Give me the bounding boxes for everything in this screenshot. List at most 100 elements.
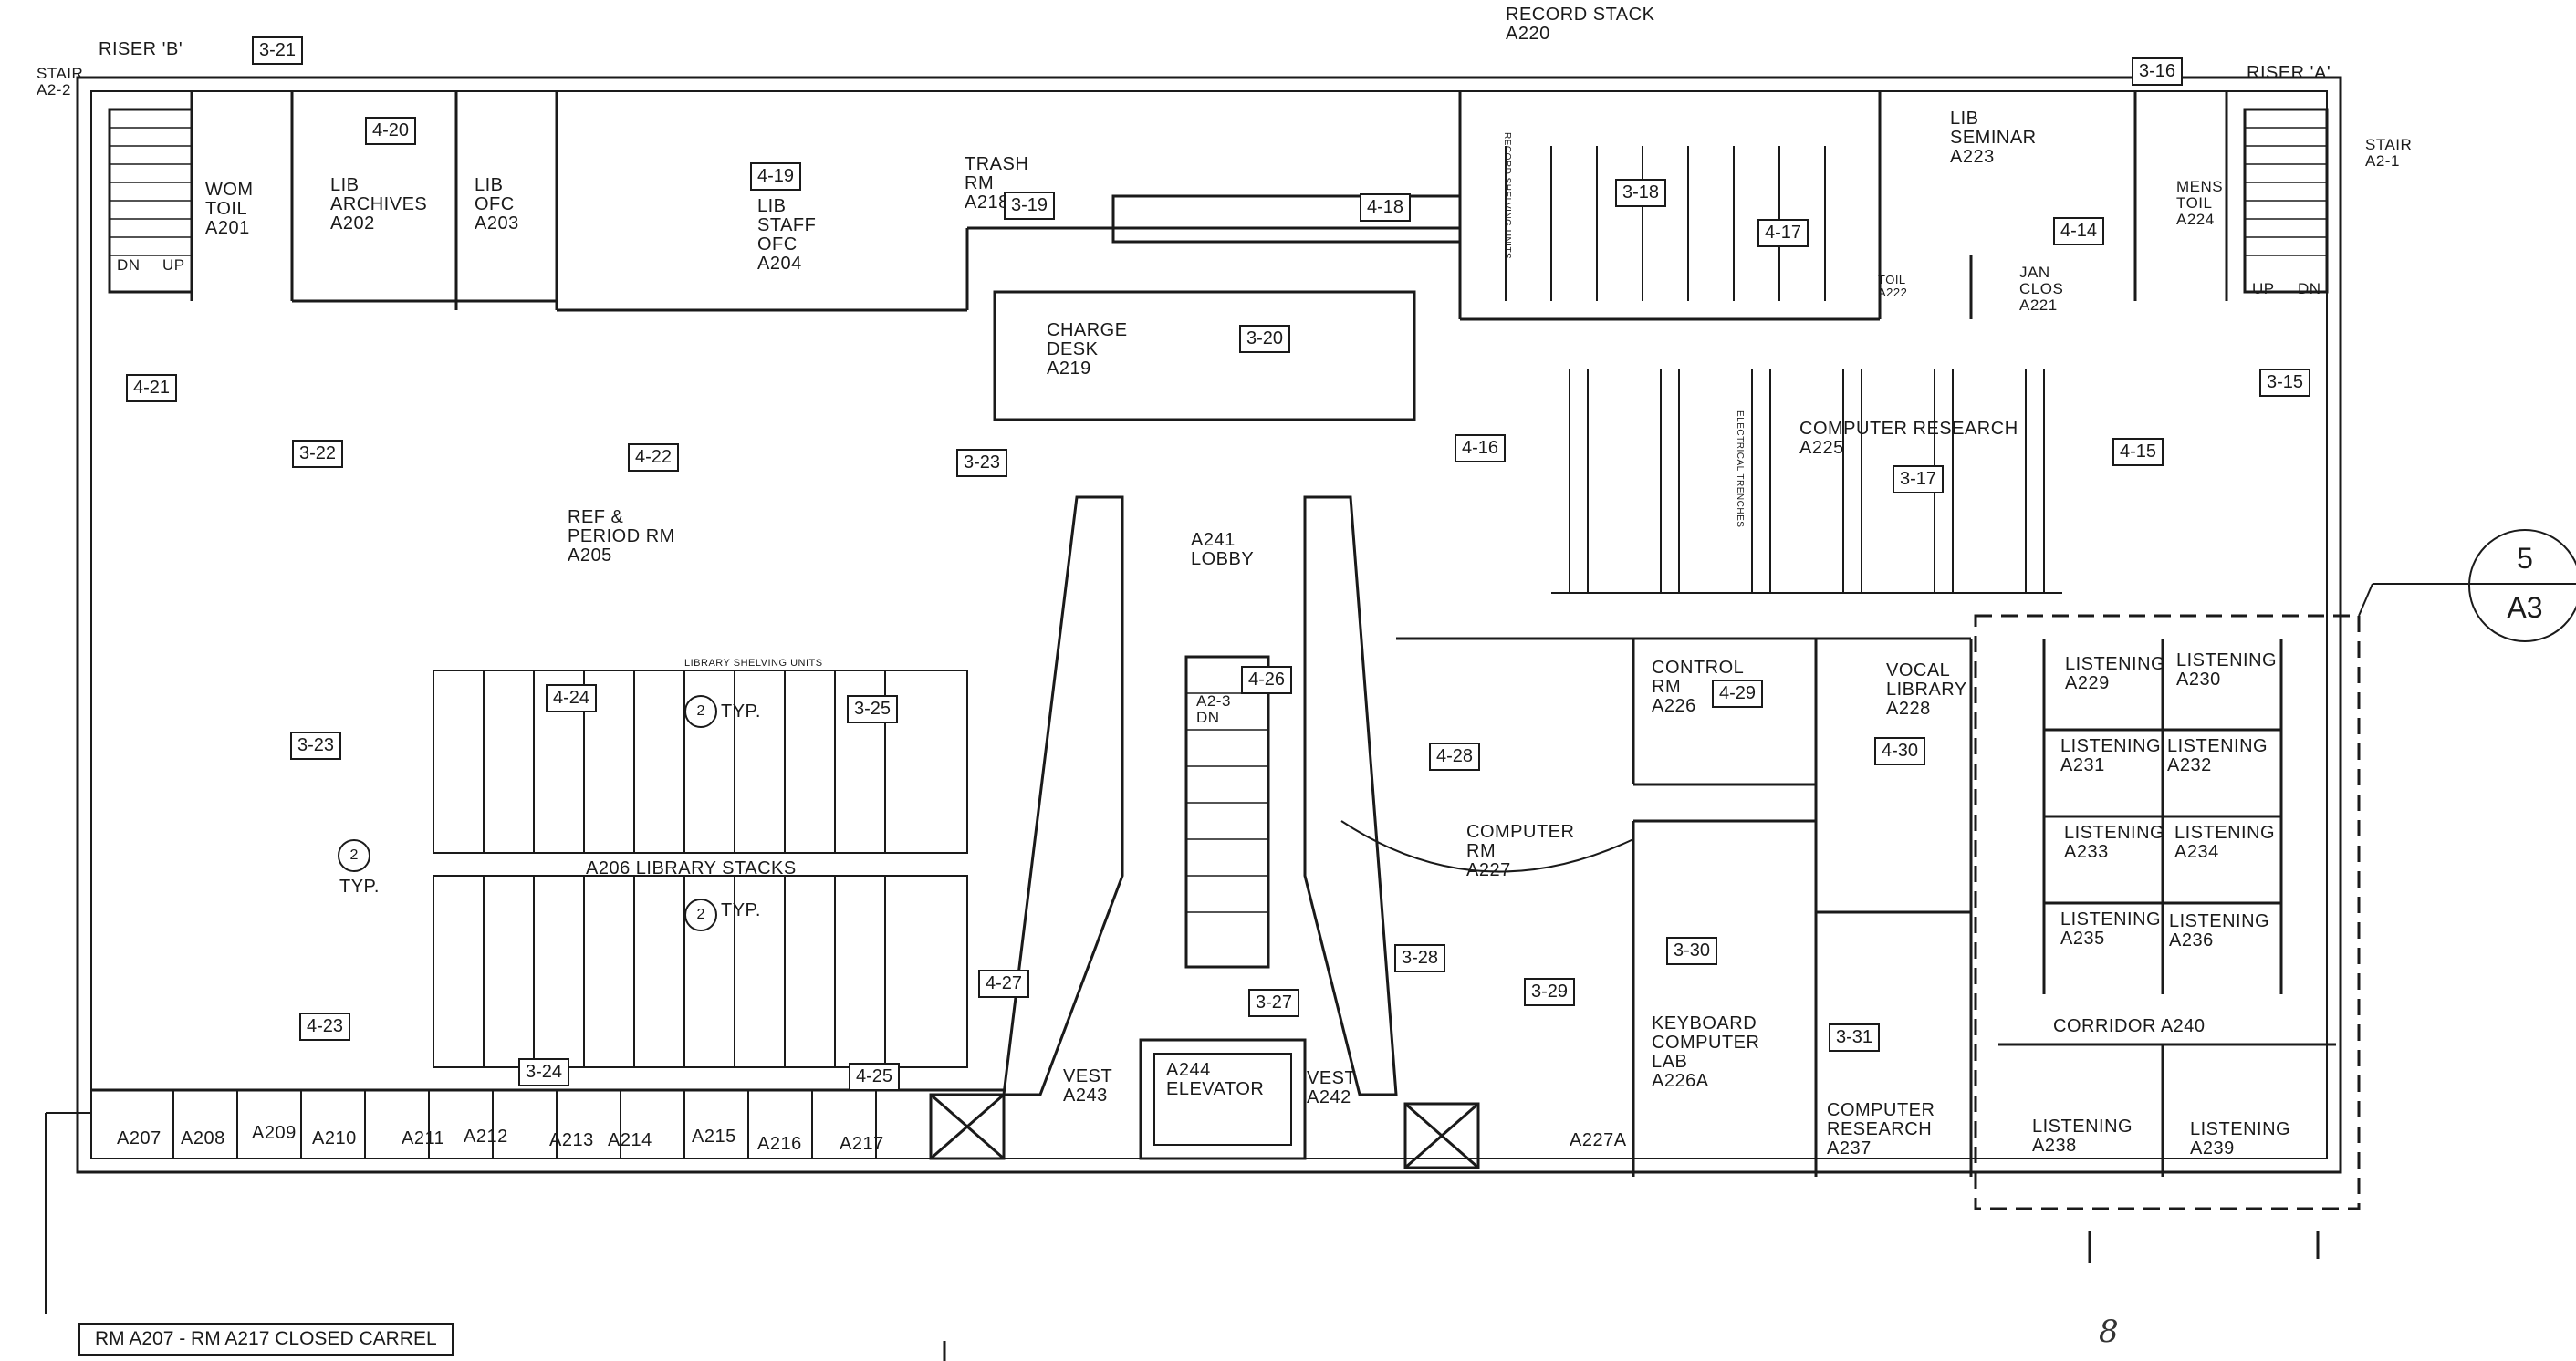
equipment-tag: 3-25: [847, 695, 899, 723]
equipment-tag: 4-28: [1429, 743, 1481, 771]
equipment-tag: 4-26: [1241, 666, 1293, 694]
room-label-lobby: A241 LOBBY: [1191, 530, 1255, 569]
room-label-computer-research-a225: COMPUTER RESEARCH A225: [1799, 419, 2018, 458]
equipment-tag: 4-17: [1757, 219, 1809, 247]
room-label-wom-toil: WOM TOIL A201: [205, 180, 254, 238]
equipment-tag: 4-29: [1712, 680, 1764, 708]
carrel-a208: A208: [181, 1128, 225, 1148]
equipment-tag: 4-22: [628, 443, 680, 472]
room-label-riser-a: RISER 'A': [2247, 63, 2331, 83]
equipment-tag: 3-19: [1004, 192, 1056, 220]
room-label-lib-staff-ofc: LIB STAFF OFC A204: [757, 196, 817, 274]
carrel-a213: A213: [549, 1130, 594, 1150]
room-label-listening-a234: LISTENING A234: [2174, 823, 2276, 862]
equipment-tag: 3-22: [292, 440, 344, 468]
room-label-listening-a232: LISTENING A232: [2167, 736, 2268, 775]
room-label-listening-a230: LISTENING A230: [2176, 650, 2278, 690]
typ-note-label: TYP.: [721, 900, 761, 920]
typ-note-marker: 2: [338, 839, 370, 872]
room-label-vocal-library: VOCAL LIBRARY A228: [1886, 660, 1967, 719]
room-label-listening-a239: LISTENING A239: [2190, 1119, 2291, 1158]
room-label-jan-clos: JAN CLOS A221: [2019, 264, 2064, 314]
equipment-tag: 4-14: [2053, 217, 2105, 245]
room-label-listening-a229: LISTENING A229: [2065, 654, 2166, 693]
equipment-tag: 3-27: [1248, 989, 1300, 1017]
equipment-tag: 3-23: [956, 449, 1008, 477]
room-label-stair-a2-1: STAIR A2-1: [2365, 136, 2413, 170]
equipment-tag: 3-17: [1893, 465, 1945, 493]
carrel-a217: A217: [840, 1134, 884, 1154]
room-label-listening-a238: LISTENING A238: [2032, 1117, 2133, 1156]
equipment-tag: 3-18: [1615, 179, 1667, 207]
room-label-riser-b: RISER 'B': [99, 39, 183, 59]
equipment-tag: 4-15: [2112, 438, 2164, 466]
typ-note-marker: 2: [684, 899, 717, 931]
equipment-tag: 3-28: [1394, 944, 1446, 972]
equipment-tag: 3-15: [2259, 369, 2311, 397]
carrel-a216: A216: [757, 1134, 802, 1154]
carrel-note: RM A207 - RM A217 CLOSED CARREL: [78, 1323, 454, 1356]
room-label-mens-toil: MENS TOIL A224: [2176, 178, 2224, 228]
equipment-tag: 4-23: [299, 1013, 351, 1041]
room-label-stair-a2-2: STAIR A2-2: [37, 65, 84, 99]
equipment-tag: 4-24: [546, 684, 598, 712]
typ-note-marker: 2: [684, 695, 717, 728]
room-label-listening-a233: LISTENING A233: [2064, 823, 2165, 862]
equipment-tag: 3-23: [290, 732, 342, 760]
room-label-computer-research-a237: COMPUTER RESEARCH A237: [1827, 1100, 1935, 1158]
equipment-tag: 4-16: [1455, 434, 1507, 462]
room-label-lib-seminar: LIB SEMINAR A223: [1950, 109, 2037, 167]
equipment-tag: 4-27: [978, 970, 1030, 998]
section-number: 5: [2517, 542, 2533, 575]
equipment-tag: 4-30: [1874, 737, 1926, 765]
outer-wall: [76, 76, 2342, 1174]
equipment-tag: 3-24: [518, 1058, 570, 1086]
equipment-tag: 3-30: [1666, 937, 1718, 965]
stair-a2-2-up: UP: [162, 256, 185, 274]
section-sheet: A3: [2507, 591, 2543, 624]
equipment-tag: 3-29: [1524, 978, 1576, 1006]
section-marker-divider: [2470, 583, 2576, 585]
carrel-a207: A207: [117, 1128, 162, 1148]
room-label-library-shelving-units: LIBRARY SHELVING UNITS: [684, 658, 823, 669]
carrel-a212: A212: [464, 1127, 508, 1147]
room-label-listening-a236: LISTENING A236: [2169, 911, 2270, 951]
room-label-elevator: A244 ELEVATOR: [1166, 1060, 1265, 1099]
carrel-a210: A210: [312, 1128, 357, 1148]
carrel-a215: A215: [692, 1127, 736, 1147]
equipment-tag: 4-20: [365, 117, 417, 145]
equipment-tag: 4-25: [849, 1063, 901, 1091]
handwritten-mark: 8: [2099, 1314, 2119, 1350]
equipment-tag: 3-16: [2132, 57, 2184, 86]
room-label-ref-period-rm: REF & PERIOD RM A205: [568, 507, 675, 566]
room-label-charge-desk: CHARGE DESK A219: [1047, 320, 1128, 379]
room-label-corridor: CORRIDOR A240: [2053, 1016, 2206, 1036]
typ-note-label: TYP.: [339, 877, 380, 897]
equipment-tag: 4-18: [1360, 193, 1412, 222]
carrel-a214: A214: [608, 1130, 652, 1150]
section-marker: 5 A3: [2468, 529, 2576, 642]
room-label-trash-rm: TRASH RM A218: [965, 154, 1029, 213]
room-label-computer-rm: COMPUTER RM A227: [1466, 822, 1575, 880]
room-label-electrical-trench: ELECTRICAL TRENCHES: [1735, 410, 1745, 528]
stair-a2-1-up: UP: [2252, 280, 2275, 297]
carrel-a211: A211: [402, 1128, 445, 1148]
equipment-tag: 4-21: [126, 374, 178, 402]
room-label-lib-archives: LIB ARCHIVES A202: [330, 175, 428, 234]
carrel-a209: A209: [252, 1123, 297, 1143]
equipment-tag: 3-20: [1239, 325, 1291, 353]
equipment-tag: 3-31: [1829, 1023, 1881, 1052]
room-label-listening-a231: LISTENING A231: [2060, 736, 2162, 775]
room-label-toil-a222: TOIL A222: [1878, 273, 1908, 299]
stair-a2-2-dn: DN: [117, 256, 141, 274]
room-label-vest-a242: VEST A242: [1307, 1068, 1357, 1107]
room-label-record-stack: RECORD STACK A220: [1506, 5, 1655, 44]
equipment-tag: 3-21: [252, 36, 304, 65]
room-label-keyboard-lab: KEYBOARD COMPUTER LAB A226A: [1652, 1013, 1760, 1091]
room-label-a227a: A227A: [1570, 1130, 1627, 1150]
room-label-vest-a243: VEST A243: [1063, 1066, 1113, 1106]
room-label-record-shelving: RECORD SHELVING UNITS: [1502, 132, 1512, 260]
listening-suite-outline: [1974, 614, 2361, 1210]
room-label-listening-a235: LISTENING A235: [2060, 909, 2162, 949]
